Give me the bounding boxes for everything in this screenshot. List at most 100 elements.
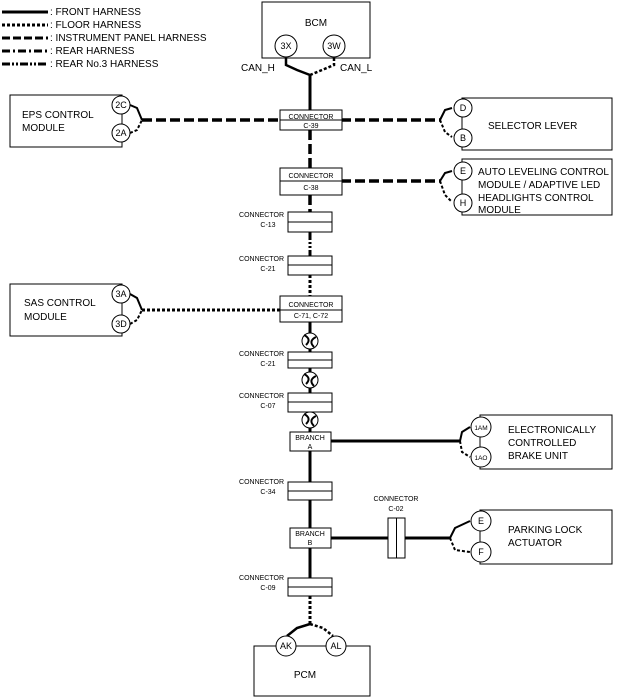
- wire-selector-b: [439, 119, 453, 138]
- twisted-pair-marker-3: [301, 411, 319, 429]
- selector-lever-module: SELECTOR LEVER D B: [453, 97, 613, 151]
- pcm-pin-al: [325, 635, 347, 657]
- eps-label-line1: EPS CONTROL: [22, 110, 94, 121]
- sas-pin-3d: [111, 314, 131, 334]
- brake-line2: CONTROLLED: [508, 438, 576, 449]
- connector-c13-line1: CONNECTOR: [239, 212, 284, 219]
- branch-b-line2: B: [308, 540, 313, 547]
- eps-pin-2a-label: 2A: [115, 128, 126, 138]
- eps-pin-2c-label: 2C: [115, 100, 127, 110]
- wire-brake-1ao: [459, 440, 471, 458]
- branch-a-box: [289, 431, 332, 452]
- parking-line2: ACTUATOR: [508, 538, 562, 549]
- eps-pin-2a: [111, 123, 131, 143]
- autolevel-pin-e-label: E: [460, 166, 466, 176]
- brake-unit-module: ELECTRONICALLY CONTROLLED BRAKE UNIT 1AM…: [470, 414, 613, 470]
- connector-c07-line2: C-07: [260, 403, 275, 410]
- parking-pin-e-label: E: [478, 516, 484, 526]
- wire-selector-d: [439, 107, 453, 121]
- wire-eps-2a: [129, 119, 143, 134]
- sas-pin-3a: [111, 284, 131, 304]
- wire-parking-f: [449, 537, 471, 553]
- sas-pin-3a-label: 3A: [115, 289, 126, 299]
- connector-c21b-line2: C-21: [260, 361, 275, 368]
- wire-bcm-can-h: [284, 58, 311, 77]
- selector-pin-b-label: B: [460, 133, 466, 143]
- bcm-module: BCM 3X 3W CAN_H CAN_L: [241, 1, 373, 74]
- sas-box: [9, 283, 123, 337]
- parking-pin-e: [470, 510, 492, 532]
- bcm-pin-3w: [322, 34, 346, 58]
- legend-label-floor: : FLOOR HARNESS: [50, 20, 141, 31]
- bcm-pin-3w-label: 3W: [327, 41, 341, 51]
- connector-c38-line1: CONNECTOR: [289, 173, 334, 180]
- auto-leveling-module: AUTO LEVELING CONTROL MODULE / ADAPTIVE …: [453, 158, 613, 216]
- connector-c13-line2: C-13: [260, 222, 275, 229]
- connector-c09-line2: C-09: [260, 585, 275, 592]
- connector-c39: CONNECTOR C-39: [279, 109, 343, 131]
- brake-pin-1ao-label: 1AO: [474, 455, 487, 462]
- eps-pin-2c: [111, 95, 131, 115]
- selector-box: [461, 97, 613, 151]
- connector-c02: CONNECTOR C-02: [374, 496, 418, 559]
- wire-pcm-ak: [286, 622, 311, 637]
- parking-line1: PARKING LOCK: [508, 525, 583, 536]
- autolevel-line4: MODULE: [478, 205, 521, 216]
- connector-c71-line1: CONNECTOR: [289, 302, 334, 309]
- branch-a: BRANCH A: [289, 431, 332, 452]
- wire-autolevel-h: [439, 180, 453, 203]
- brake-pin-1am: [470, 416, 492, 438]
- wire-eps-2c: [129, 104, 143, 121]
- bcm-can-h-label: CAN_H: [241, 63, 275, 74]
- eps-label-line2: MODULE: [22, 123, 65, 134]
- parking-box: [479, 509, 613, 565]
- branch-a-line2: A: [308, 444, 313, 451]
- eps-box: [9, 94, 123, 148]
- autolevel-box: [461, 158, 613, 216]
- sas-label-line2: MODULE: [24, 312, 67, 323]
- autolevel-line1: AUTO LEVELING CONTROL: [478, 167, 609, 178]
- legend-label-rear: : REAR HARNESS: [50, 46, 135, 57]
- parking-lock-module: PARKING LOCK ACTUATOR E F: [470, 509, 613, 565]
- eps-control-module: EPS CONTROL MODULE 2C 2A: [9, 94, 131, 148]
- wire-sas-3d: [129, 309, 143, 325]
- brake-line3: BRAKE UNIT: [508, 451, 568, 462]
- twisted-pair-marker-1: [301, 332, 319, 350]
- wire-pcm-al: [309, 622, 334, 637]
- branch-a-line1: BRANCH: [295, 435, 325, 442]
- branch-b-line1: BRANCH: [295, 531, 325, 538]
- autolevel-pin-h-label: H: [460, 198, 467, 208]
- autolevel-line3: HEADLIGHTS CONTROL: [478, 193, 594, 204]
- selector-pin-d-label: D: [460, 103, 467, 113]
- autolevel-line2: MODULE / ADAPTIVE LED: [478, 180, 600, 191]
- wire-sas-3a: [129, 293, 143, 311]
- pcm-title: PCM: [294, 670, 316, 681]
- pcm-module: PCM AK AL: [253, 635, 371, 697]
- connector-c09: CONNECTOR C-09: [239, 575, 333, 597]
- branch-b-box: [289, 527, 332, 549]
- brake-pin-1am-label: 1AM: [474, 425, 487, 432]
- pcm-pin-ak-label: AK: [280, 641, 292, 651]
- connector-c71-line2: C-71, C-72: [294, 313, 328, 320]
- connector-c21-lower: CONNECTOR C-21: [239, 351, 333, 369]
- pcm-box: [253, 645, 371, 697]
- connector-c21a-line1: CONNECTOR: [239, 256, 284, 263]
- brake-line1: ELECTRONICALLY: [508, 425, 597, 436]
- connector-c09-line1: CONNECTOR: [239, 575, 284, 582]
- connector-c02-line2: C-02: [388, 506, 403, 513]
- wire-brake-1am: [459, 426, 471, 442]
- brake-box: [479, 414, 613, 470]
- sas-pin-3d-label: 3D: [115, 319, 127, 329]
- selector-title: SELECTOR LEVER: [488, 121, 577, 132]
- wire-parking-e: [449, 520, 471, 539]
- legend: : FRONT HARNESS : FLOOR HARNESS : INSTRU…: [2, 7, 207, 70]
- legend-label-front: : FRONT HARNESS: [50, 7, 141, 18]
- connector-c07: CONNECTOR C-07: [239, 392, 333, 413]
- connector-c38: CONNECTOR C-38: [279, 167, 343, 196]
- wire-bcm-can-l: [309, 58, 336, 77]
- connector-c71-c72: CONNECTOR C-71, C-72: [279, 295, 343, 323]
- bcm-title: BCM: [305, 18, 327, 29]
- autolevel-pin-e: [453, 161, 473, 181]
- connector-c38-line2: C-38: [303, 185, 318, 192]
